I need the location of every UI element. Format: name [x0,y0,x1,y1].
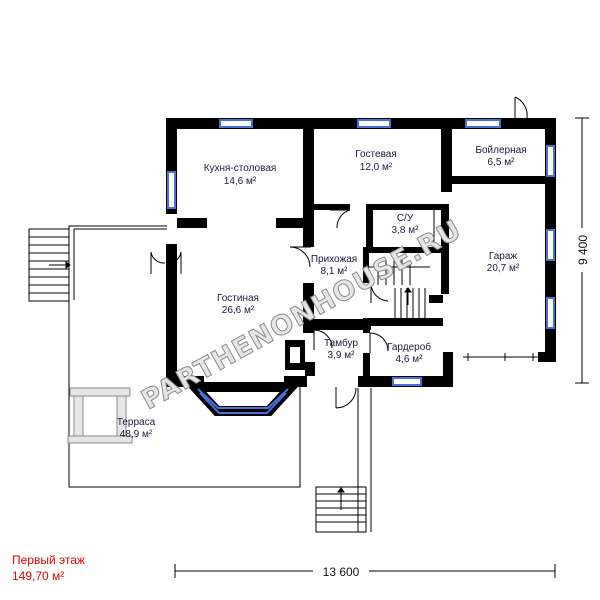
room-labels: Кухня-столовая 14,6 м² Гостевая 12,0 м² … [117,145,527,440]
height-dimension-text: 9 400 [576,235,590,265]
terrace-stairs-left [28,228,71,302]
garage-door [463,353,538,361]
room-area-living: 26,6 м² [222,305,255,316]
room-area-hallway: 8,1 м² [321,266,349,277]
floor-caption: Первый этаж 149,70 м² [12,553,85,583]
width-dimension-text: 13 600 [323,565,360,579]
room-area-kitchen: 14,6 м² [224,176,257,187]
height-dimension: 9 400 [574,117,590,384]
floor-title: Первый этаж [12,553,85,567]
entrance-stairs [315,388,372,533]
room-name-guest: Гостевая [355,149,397,160]
room-area-garage: 20,7 м² [487,263,520,274]
room-area-boiler: 6,5 м² [488,157,516,168]
room-name-wardrobe: Гардероб [387,341,431,353]
room-area-terrace: 48,9 м² [120,429,153,440]
interior-stairs [369,210,435,318]
room-name-vestibule: Тамбур [324,337,358,349]
room-name-garage: Гараж [489,251,518,262]
fireplace [285,340,305,370]
windows [167,119,555,386]
room-name-bathroom: С/У [397,213,414,224]
floor-area: 149,70 м² [12,569,64,583]
room-area-vestibule: 3,9 м² [328,350,356,361]
room-name-kitchen: Кухня-столовая [204,163,277,174]
room-name-living: Гостиная [217,293,259,304]
width-dimension: 13 600 [174,563,556,579]
room-area-bathroom: 3,8 м² [392,225,420,236]
room-area-guest: 12,0 м² [360,162,393,173]
room-name-terrace: Терраса [117,417,156,428]
terrace [68,225,301,488]
room-name-boiler: Бойлерная [475,145,526,156]
bay-window [183,382,303,416]
room-area-wardrobe: 4,6 м² [396,354,424,365]
doors [150,96,528,409]
room-name-hallway: Прихожая [311,254,357,265]
interior-walls [177,118,545,383]
